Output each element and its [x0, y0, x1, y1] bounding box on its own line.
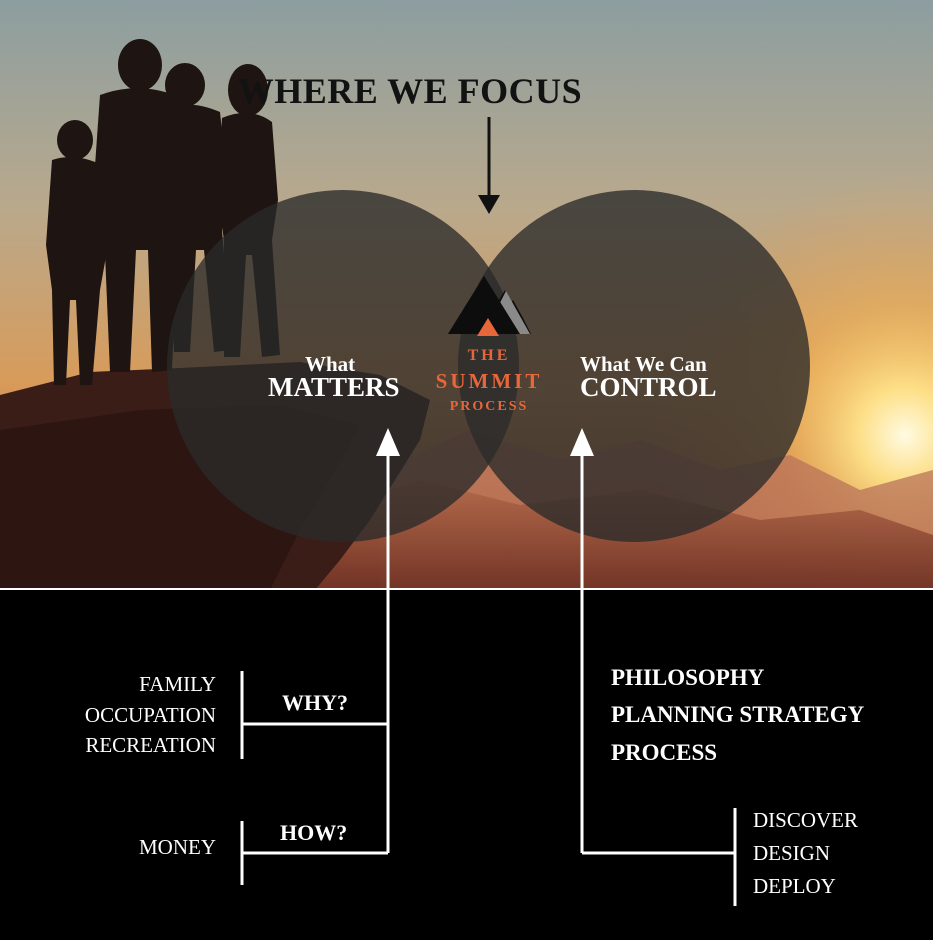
control-item: PLANNING STRATEGY: [611, 702, 865, 727]
control-circle: [458, 190, 810, 542]
why-question: WHY?: [282, 690, 348, 715]
matters-circle: [167, 190, 519, 542]
control-big-label: CONTROL: [580, 372, 717, 402]
how-question: HOW?: [280, 820, 348, 845]
control-item: PROCESS: [611, 740, 718, 765]
matters-big-label: MATTERS: [268, 372, 400, 402]
how-item: MONEY: [139, 835, 216, 859]
summit-logo-icon: [448, 276, 531, 336]
matters-arrow: [240, 450, 390, 885]
focus-arrow: [478, 117, 500, 214]
summit-line2: SUMMIT: [435, 369, 543, 393]
summit-line3: PROCESS: [449, 399, 529, 414]
why-item: OCCUPATION: [84, 703, 216, 727]
control-arrow: [580, 450, 737, 906]
why-item: FAMILY: [139, 672, 216, 696]
control-item: PHILOSOPHY: [611, 665, 765, 690]
page-title: WHERE WE FOCUS: [237, 71, 583, 111]
process-step: DEPLOY: [753, 874, 836, 898]
process-step: DESIGN: [753, 841, 830, 865]
matters-small-label: What: [305, 352, 356, 376]
control-small-label: What We Can: [580, 352, 707, 376]
why-item: RECREATION: [85, 733, 216, 757]
family-silhouette: [46, 39, 280, 385]
process-step: DISCOVER: [753, 808, 859, 832]
summit-line1: THE: [467, 347, 511, 364]
